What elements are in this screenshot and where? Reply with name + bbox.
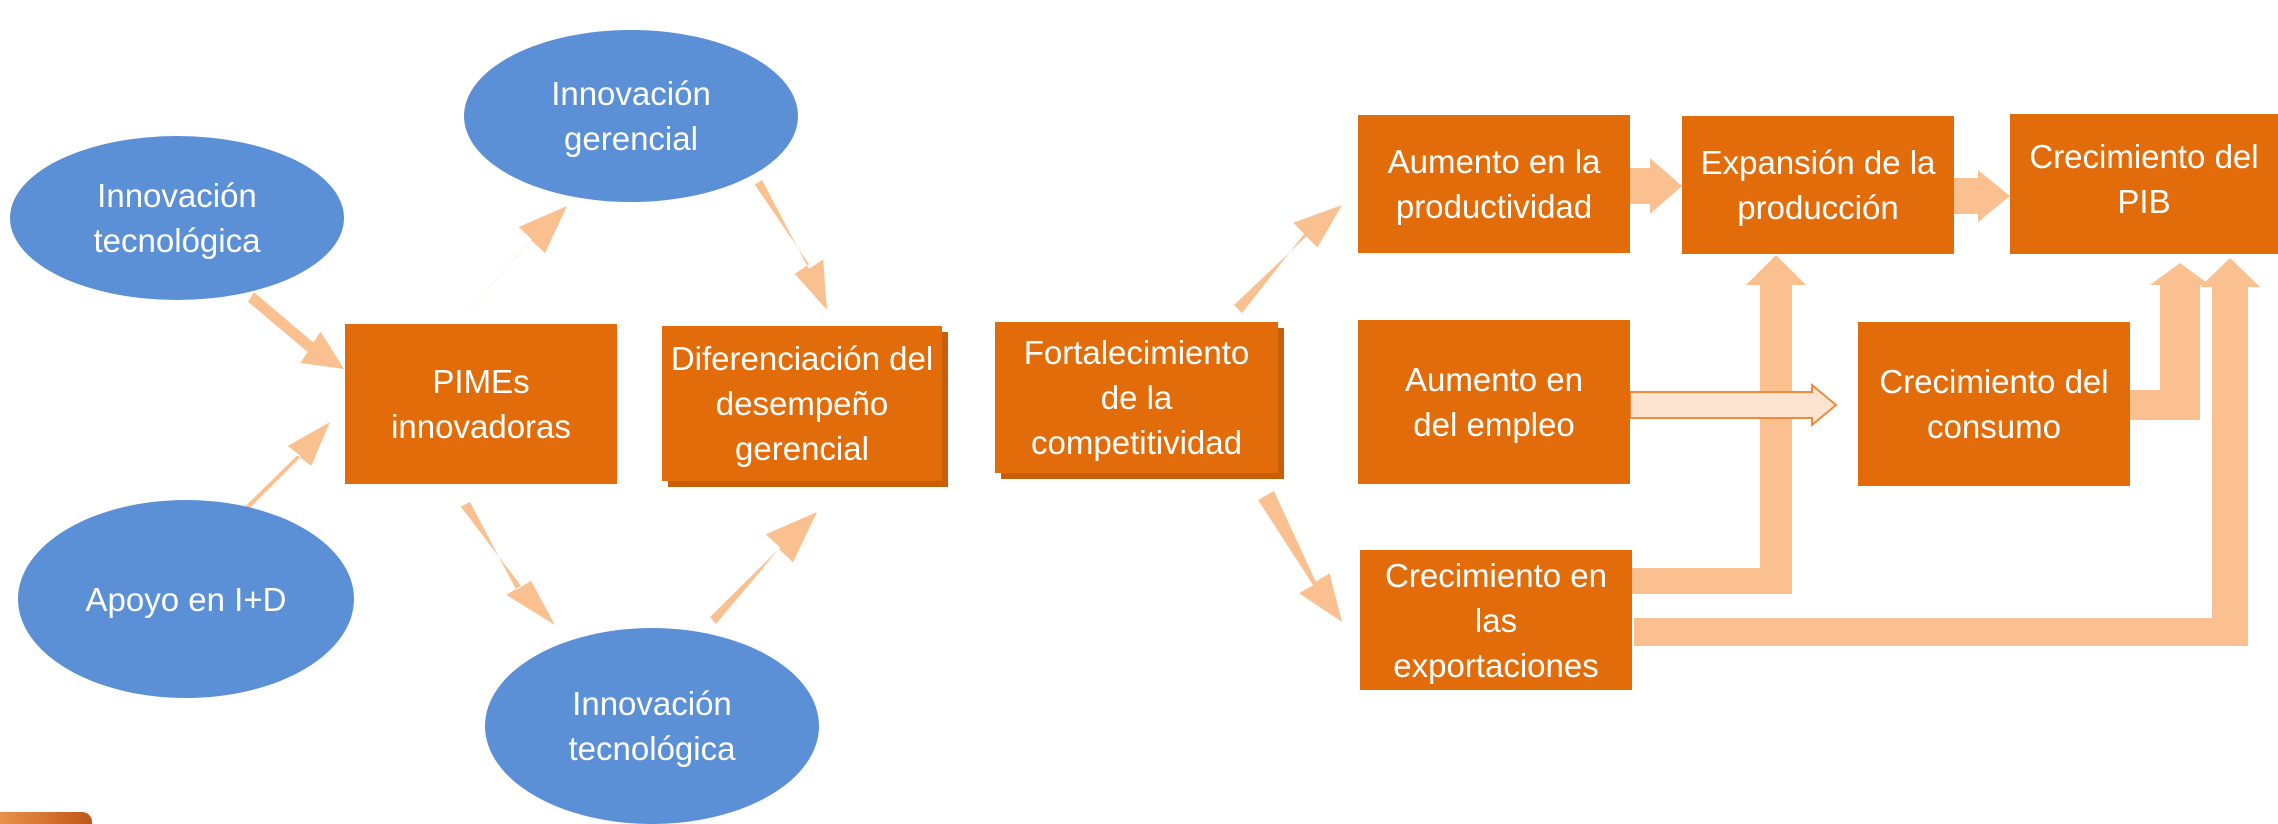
- node-label: Innovación gerencial: [551, 75, 711, 157]
- node-label: Innovación tecnológica: [568, 685, 736, 767]
- arrow-productividad-to-expansion: [1630, 158, 1682, 214]
- arrow-pimes-to-innov-tec2: [460, 502, 555, 625]
- node-label: Crecimiento del PIB: [2029, 138, 2259, 220]
- arrow-innov-ger-to-dif: [754, 180, 827, 310]
- node-label: Crecimiento del consumo: [1879, 363, 2109, 445]
- node-aumento-productividad: Aumento en la productividad: [1358, 115, 1630, 253]
- node-innovacion-tecnologica-1: Innovación tecnológica: [10, 136, 344, 300]
- node-label: Aumento en la productividad: [1387, 143, 1601, 225]
- node-crecimiento-pib: Crecimiento del PIB: [2010, 114, 2278, 254]
- node-label: Expansión de la producción: [1700, 144, 1936, 226]
- arrow-fort-to-exportaciones: [1258, 491, 1342, 622]
- node-innovacion-gerencial: Innovación gerencial: [464, 30, 798, 202]
- node-label: Aumento en del empleo: [1405, 361, 1583, 443]
- node-label: PIMEs innovadoras: [391, 363, 571, 445]
- node-label: Fortalecimiento de la competitividad: [1023, 334, 1250, 461]
- node-fortalecimiento-competitividad: Fortalecimiento de la competitividad: [995, 322, 1278, 473]
- node-pimes-innovadoras: PIMEs innovadoras: [345, 324, 617, 484]
- node-crecimiento-exportaciones: Crecimiento en las exportaciones: [1360, 550, 1632, 690]
- node-label: Diferenciación del desempeño gerencial: [670, 340, 934, 467]
- node-crecimiento-consumo: Crecimiento del consumo: [1858, 322, 2130, 486]
- arrow-empleo-to-consumo: [1629, 382, 1838, 428]
- arrow-apoyo-to-pimes: [243, 422, 330, 510]
- arrow-exportaciones-to-expansion: [1630, 255, 1806, 594]
- arrow-consumo-to-pib: [2128, 263, 2210, 420]
- arrow-expansion-to-pib: [1954, 170, 2010, 222]
- node-label: Apoyo en I+D: [85, 580, 287, 618]
- node-apoyo-id: Apoyo en I+D: [18, 500, 354, 698]
- node-aumento-empleo: Aumento en del empleo: [1358, 320, 1630, 484]
- corner-logo-fragment: [0, 812, 92, 824]
- node-label: Crecimiento en las exportaciones: [1385, 556, 1607, 684]
- node-expansion-produccion: Expansión de la producción: [1682, 116, 1954, 254]
- arrow-fort-to-productividad: [1234, 205, 1342, 313]
- node-label: Innovación tecnológica: [93, 177, 261, 259]
- arrow-innov-tec2-to-dif: [710, 512, 817, 624]
- node-innovacion-tecnologica-2: Innovación tecnológica: [485, 628, 819, 824]
- arrow-pimes-to-innov-ger: [470, 206, 567, 309]
- node-diferenciacion-desempeno: Diferenciación del desempeño gerencial: [662, 326, 942, 481]
- arrow-innov-tec-to-pimes: [248, 292, 344, 369]
